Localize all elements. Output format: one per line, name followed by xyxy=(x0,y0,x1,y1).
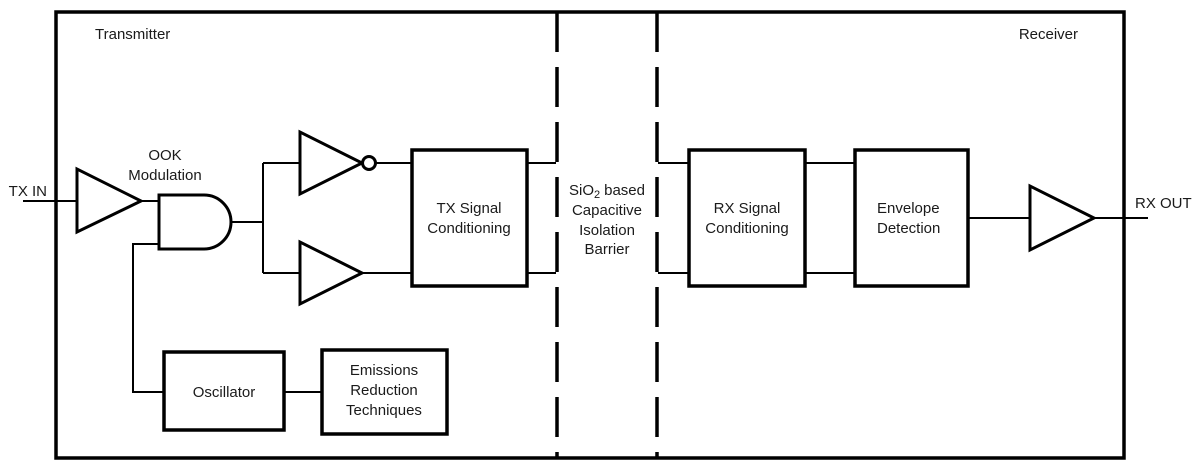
inverter-bubble-icon xyxy=(361,155,377,171)
barrier-label-line1: SiO2 based xyxy=(569,182,645,201)
barrier-label-line3: Isolation xyxy=(579,222,635,239)
envelope-detection-box xyxy=(853,148,970,288)
outer-enclosure-box xyxy=(54,10,1126,460)
and-gate-icon xyxy=(157,193,233,251)
ook-modulation-label-line1: OOK xyxy=(148,147,181,164)
input-buffer-icon xyxy=(75,166,145,235)
barrier-chem-suffix: based xyxy=(604,182,645,199)
rx-signal-conditioning-box xyxy=(687,148,807,288)
tx-signal-conditioning-box xyxy=(410,148,529,288)
emissions-reduction-box xyxy=(320,348,449,436)
barrier-chem-prefix: SiO xyxy=(569,182,594,199)
barrier-chem-subscript: 2 xyxy=(594,189,600,201)
lower-buffer-icon xyxy=(298,239,366,307)
tx-signal-label-line1: TX Signal xyxy=(436,200,501,217)
envelope-label-line2: Detection xyxy=(877,220,940,237)
inverter-icon xyxy=(298,129,366,197)
tx-signal-label-line2: Conditioning xyxy=(427,220,510,237)
tx-in-label: TX IN xyxy=(9,183,47,200)
emissions-label-line3: Techniques xyxy=(346,402,422,419)
receiver-region-label: Receiver xyxy=(1019,26,1078,43)
barrier-label-line2: Capacitive xyxy=(572,202,642,219)
barrier-label-line4: Barrier xyxy=(584,241,629,258)
emissions-label-line1: Emissions xyxy=(350,362,418,379)
envelope-label-line1: Envelope xyxy=(877,200,940,217)
oscillator-box xyxy=(162,350,286,432)
emissions-label-line2: Reduction xyxy=(350,382,418,399)
oscillator-label: Oscillator xyxy=(193,384,256,401)
oscillator-feedback-wire xyxy=(132,243,164,393)
rx-signal-label-line1: RX Signal xyxy=(714,200,781,217)
output-buffer-icon xyxy=(1028,183,1098,253)
transmitter-region-label: Transmitter xyxy=(95,26,170,43)
rx-out-label: RX OUT xyxy=(1135,195,1192,212)
ook-modulation-label-line2: Modulation xyxy=(128,167,201,184)
rx-signal-label-line2: Conditioning xyxy=(705,220,788,237)
